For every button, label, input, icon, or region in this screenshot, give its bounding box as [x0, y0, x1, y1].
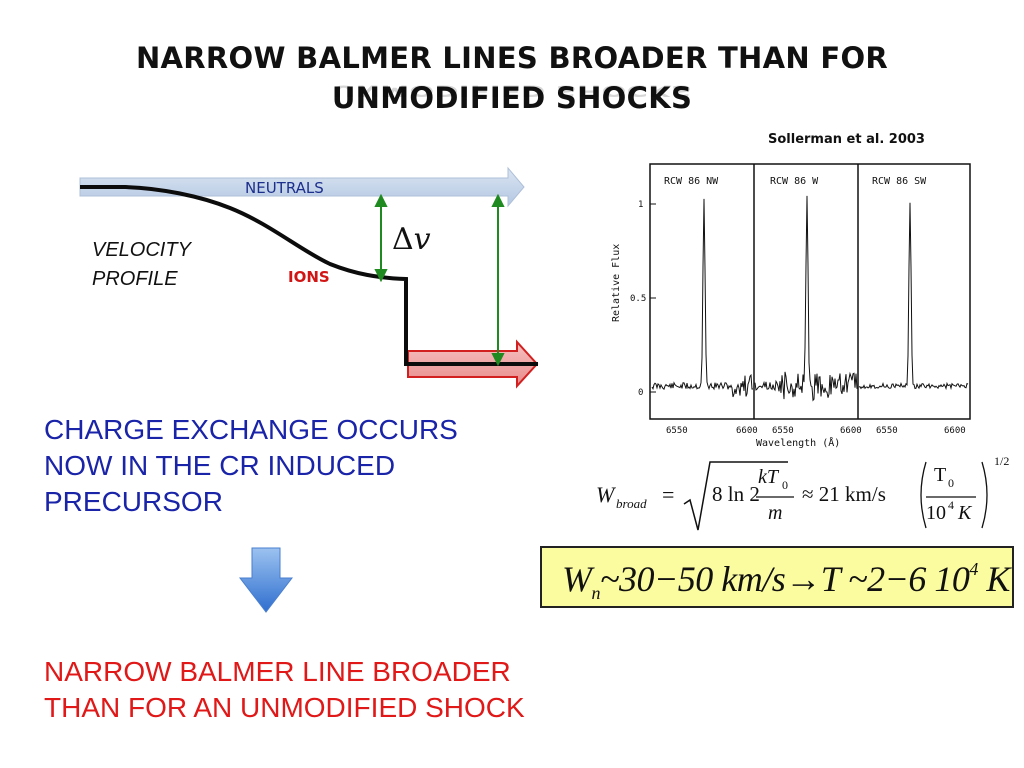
v-symbol: v	[413, 222, 431, 257]
velocity-label-line-2: PROFILE	[92, 268, 178, 290]
delta-v-arrow-short	[374, 193, 388, 283]
panel-label-sw: RCW 86 SW	[872, 176, 927, 187]
title-line-2: UNMODIFIED SHOCKS UNMODIFIED SHOCKS	[0, 78, 1024, 118]
y-tick-0-5: 0.5	[630, 294, 646, 304]
y-tick-0: 0	[638, 388, 643, 398]
citation: Sollerman et al. 2003	[768, 132, 925, 147]
delta-symbol: Δ	[392, 222, 414, 257]
result-exp: 4	[969, 559, 978, 579]
title-line-2-text: UNMODIFIED SHOCKS	[331, 81, 693, 115]
blue-line-1: CHARGE EXCHANGE OCCURS	[44, 414, 458, 445]
formula-10: 10	[926, 502, 946, 524]
x-tick-3: 6550	[772, 426, 794, 436]
neutrals-label: NEUTRALS	[245, 179, 324, 197]
fraction-bar-2	[926, 496, 976, 498]
down-arrow-icon	[238, 547, 294, 613]
left-paren	[920, 461, 927, 529]
result-w-sub: n	[591, 583, 601, 603]
spectrum-line-w	[754, 195, 858, 402]
slide-title: NARROW BALMER LINES BROADER THAN FOR UNM…	[0, 38, 1024, 118]
y-axis-label: Relative Flux	[611, 244, 622, 322]
formula-kt-sub: 0	[782, 478, 788, 492]
formula-w: W	[596, 482, 615, 507]
x-axis-label: Wavelength (Å)	[756, 436, 840, 449]
delta-v-arrow-long	[491, 193, 505, 367]
y-tick-1: 1	[638, 200, 643, 210]
x-tick-6: 6600	[944, 426, 966, 436]
fraction-bar-1	[756, 496, 794, 498]
x-tick-4: 6600	[840, 426, 862, 436]
result-equation: Wn~30−50 km/s→T ~2−6 104 K	[562, 558, 1010, 603]
result-k: K	[977, 559, 1010, 599]
red-line-1: NARROW BALMER LINE BROADER	[44, 656, 511, 687]
charge-exchange-text: CHARGE EXCHANGE OCCURS NOW IN THE CR IND…	[44, 412, 564, 520]
blue-line-3: PRECURSOR	[44, 486, 223, 517]
velocity-profile-curve	[80, 185, 538, 366]
x-tick-1: 6550	[666, 426, 688, 436]
title-line-1: NARROW BALMER LINES BROADER THAN FOR	[135, 41, 889, 75]
formula-equals: =	[662, 482, 675, 507]
x-tick-2: 6600	[736, 426, 758, 436]
velocity-label-line-1: VELOCITY	[92, 239, 191, 261]
formula-w-sub: broad	[616, 496, 647, 511]
formula-10-exp: 4	[948, 498, 954, 512]
ions-label: IONS	[288, 268, 330, 286]
spectrum-line-nw	[651, 198, 753, 398]
red-line-2: THAN FOR AN UNMODIFIED SHOCK	[44, 692, 525, 723]
delta-v-label: Δv	[392, 222, 431, 257]
sqrt-sign	[683, 461, 788, 531]
panel-label-nw: RCW 86 NW	[664, 176, 719, 187]
formula-t0: T	[934, 464, 947, 486]
blue-line-2: NOW IN THE CR INDUCED	[44, 450, 396, 481]
broadening-formula: W broad = 8 ln 2 kT 0 m ≈ 21 km/s T 0 10…	[588, 452, 1018, 540]
formula-8ln2: 8 ln 2	[712, 482, 760, 506]
result-equation-box: Wn~30−50 km/s→T ~2−6 104 K	[540, 546, 1014, 608]
formula-approx: ≈ 21 km/s	[802, 482, 886, 506]
formula-t0-sub: 0	[948, 476, 954, 490]
formula-kt: kT	[758, 466, 778, 488]
right-paren	[981, 461, 988, 529]
spectrum-line-sw	[858, 202, 969, 391]
panel-label-w: RCW 86 W	[770, 176, 819, 187]
balmer-spectrum-figure: RCW 86 NW RCW 86 W RCW 86 SW Relative Fl…	[611, 163, 971, 449]
x-tick-5: 6550	[876, 426, 898, 436]
neutrals-arrow	[79, 166, 525, 208]
result-rest: ~30−50 km/s→T ~2−6 10	[600, 559, 970, 599]
conclusion-text: NARROW BALMER LINE BROADER THAN FOR AN U…	[44, 654, 684, 726]
formula-k: K	[958, 502, 972, 524]
formula-m: m	[768, 502, 783, 524]
velocity-profile-label: VELOCITY PROFILE	[92, 236, 191, 294]
formula-power: 1/2	[994, 454, 1010, 468]
velocity-profile-diagram	[79, 166, 539, 389]
result-w: W	[562, 559, 592, 599]
